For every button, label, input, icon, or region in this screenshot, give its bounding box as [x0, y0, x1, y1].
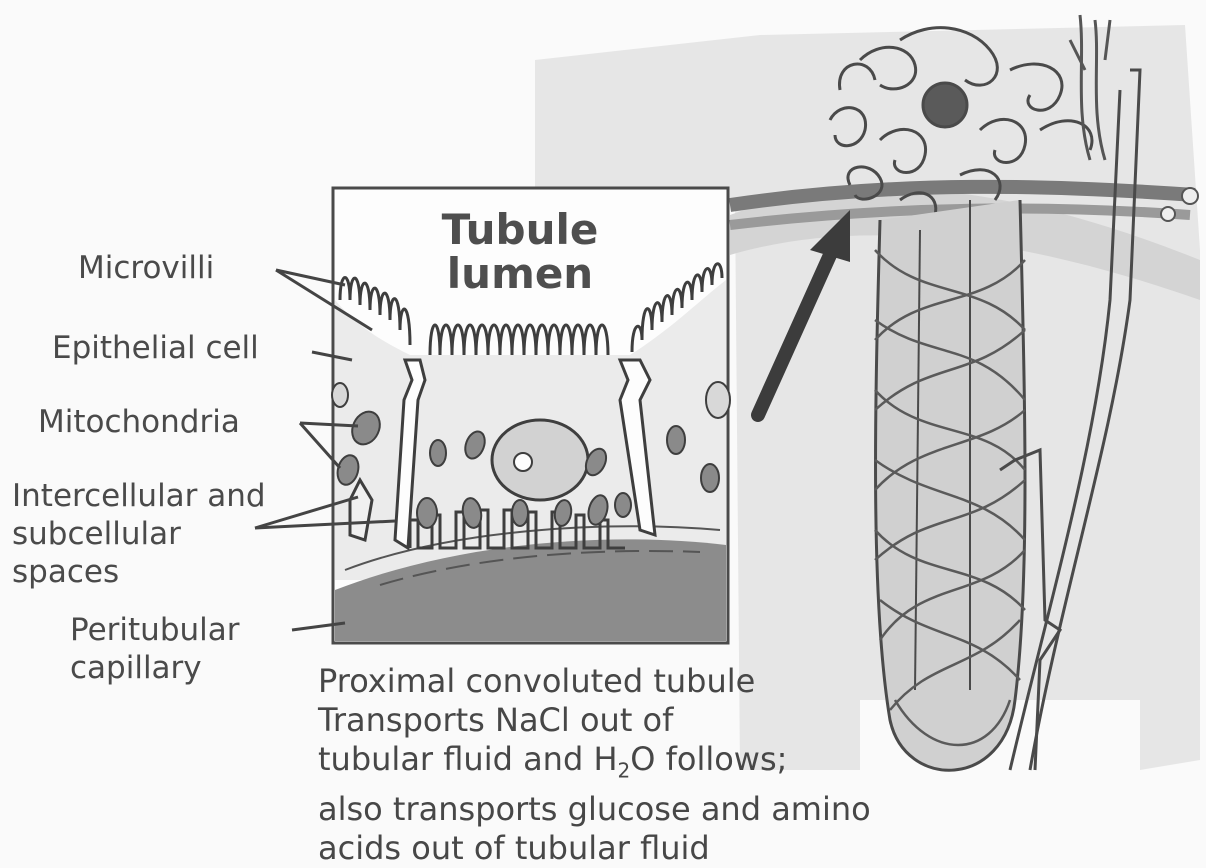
epithelial-cell-label: Epithelial cell: [52, 330, 259, 366]
lumen-line-1: Tubule: [420, 208, 620, 252]
loop-of-henle: [876, 200, 1025, 770]
description-line-5: acids out of tubular fluid: [318, 829, 871, 868]
microvilli-label: Microvilli: [78, 250, 214, 286]
mitochondria-label: Mitochondria: [38, 404, 240, 440]
peritubular-label-line-1: Peritubular: [70, 612, 240, 648]
description-line-3: tubular fluid and H2O follows;: [318, 740, 871, 790]
description-line-4: also transports glucose and amino: [318, 790, 871, 829]
description-line-2: Transports NaCl out of: [318, 701, 871, 740]
tubule-description: Proximal convoluted tubule Transports Na…: [318, 662, 871, 868]
description-line-3-pre: tubular fluid and H: [318, 740, 618, 778]
intercellular-label-line-3: spaces: [12, 554, 119, 590]
water-subscript: 2: [618, 758, 631, 782]
intercellular-label-line-2: subcellular: [12, 516, 181, 552]
description-line-1: Proximal convoluted tubule: [318, 662, 871, 701]
nucleus: [492, 420, 588, 500]
description-line-3-post: O follows;: [630, 740, 787, 778]
tubule-lumen-label: Tubule lumen: [420, 208, 620, 296]
intercellular-label-line-1: Intercellular and: [12, 478, 266, 514]
peritubular-label-line-2: capillary: [70, 650, 202, 686]
lumen-line-2: lumen: [420, 252, 620, 296]
